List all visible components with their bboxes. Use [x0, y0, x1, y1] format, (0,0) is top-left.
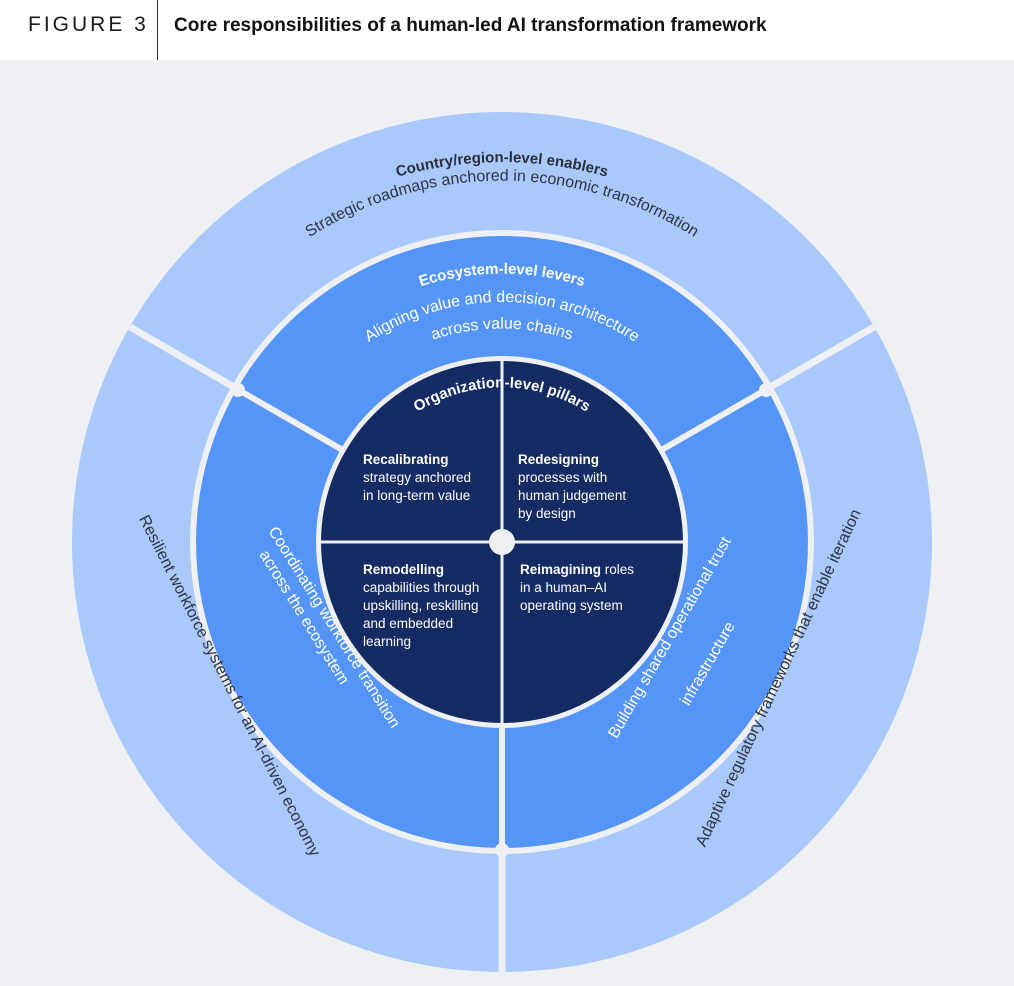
- header-divider: [157, 0, 158, 60]
- quadrant-bottom-right: Reimagining roles in a human–AI operatin…: [520, 562, 634, 613]
- quadrant-bottom-left-line1: capabilities through: [363, 580, 479, 595]
- quadrant-bottom-left-line4: learning: [363, 634, 411, 649]
- inner-circle: [316, 356, 688, 728]
- quadrant-top-right-line3: by design: [518, 506, 576, 521]
- quadrant-top-right-line1: processes with: [518, 470, 607, 485]
- figure-header: FIGURE 3 Core responsibilities of a huma…: [0, 0, 1014, 60]
- quadrant-bottom-left-line3: and embedded: [363, 616, 453, 631]
- quadrant-bottom-left: Remodelling capabilities through upskill…: [363, 562, 479, 649]
- quadrant-top-right-line2: human judgement: [518, 488, 626, 503]
- quadrant-bottom-right-line2: operating system: [520, 598, 623, 613]
- quadrant-top-right: Redesigning processes with human judgeme…: [518, 452, 626, 521]
- figure-title: Core responsibilities of a human-led AI …: [174, 15, 767, 36]
- quadrant-bottom-right-first-line: Reimagining roles: [520, 562, 634, 577]
- quadrant-top-right-title: Redesigning: [518, 452, 599, 467]
- center-dot: [489, 529, 515, 555]
- quadrant-top-left-title: Recalibrating: [363, 452, 449, 467]
- quadrant-bottom-left-line2: upskilling, reskilling: [363, 598, 479, 613]
- quadrant-top-left: Recalibrating strategy anchored in long-…: [363, 452, 471, 503]
- quadrant-bottom-left-title: Remodelling: [363, 562, 444, 577]
- quadrant-top-left-line1: strategy anchored: [363, 470, 471, 485]
- figure-label: FIGURE 3: [28, 13, 149, 36]
- quadrant-top-left-line2: in long-term value: [363, 488, 470, 503]
- quadrant-bottom-right-title: Reimagining: [520, 562, 601, 577]
- quadrant-bottom-right-title-rest: roles: [601, 562, 634, 577]
- quadrant-bottom-right-line1: in a human–AI: [520, 580, 607, 595]
